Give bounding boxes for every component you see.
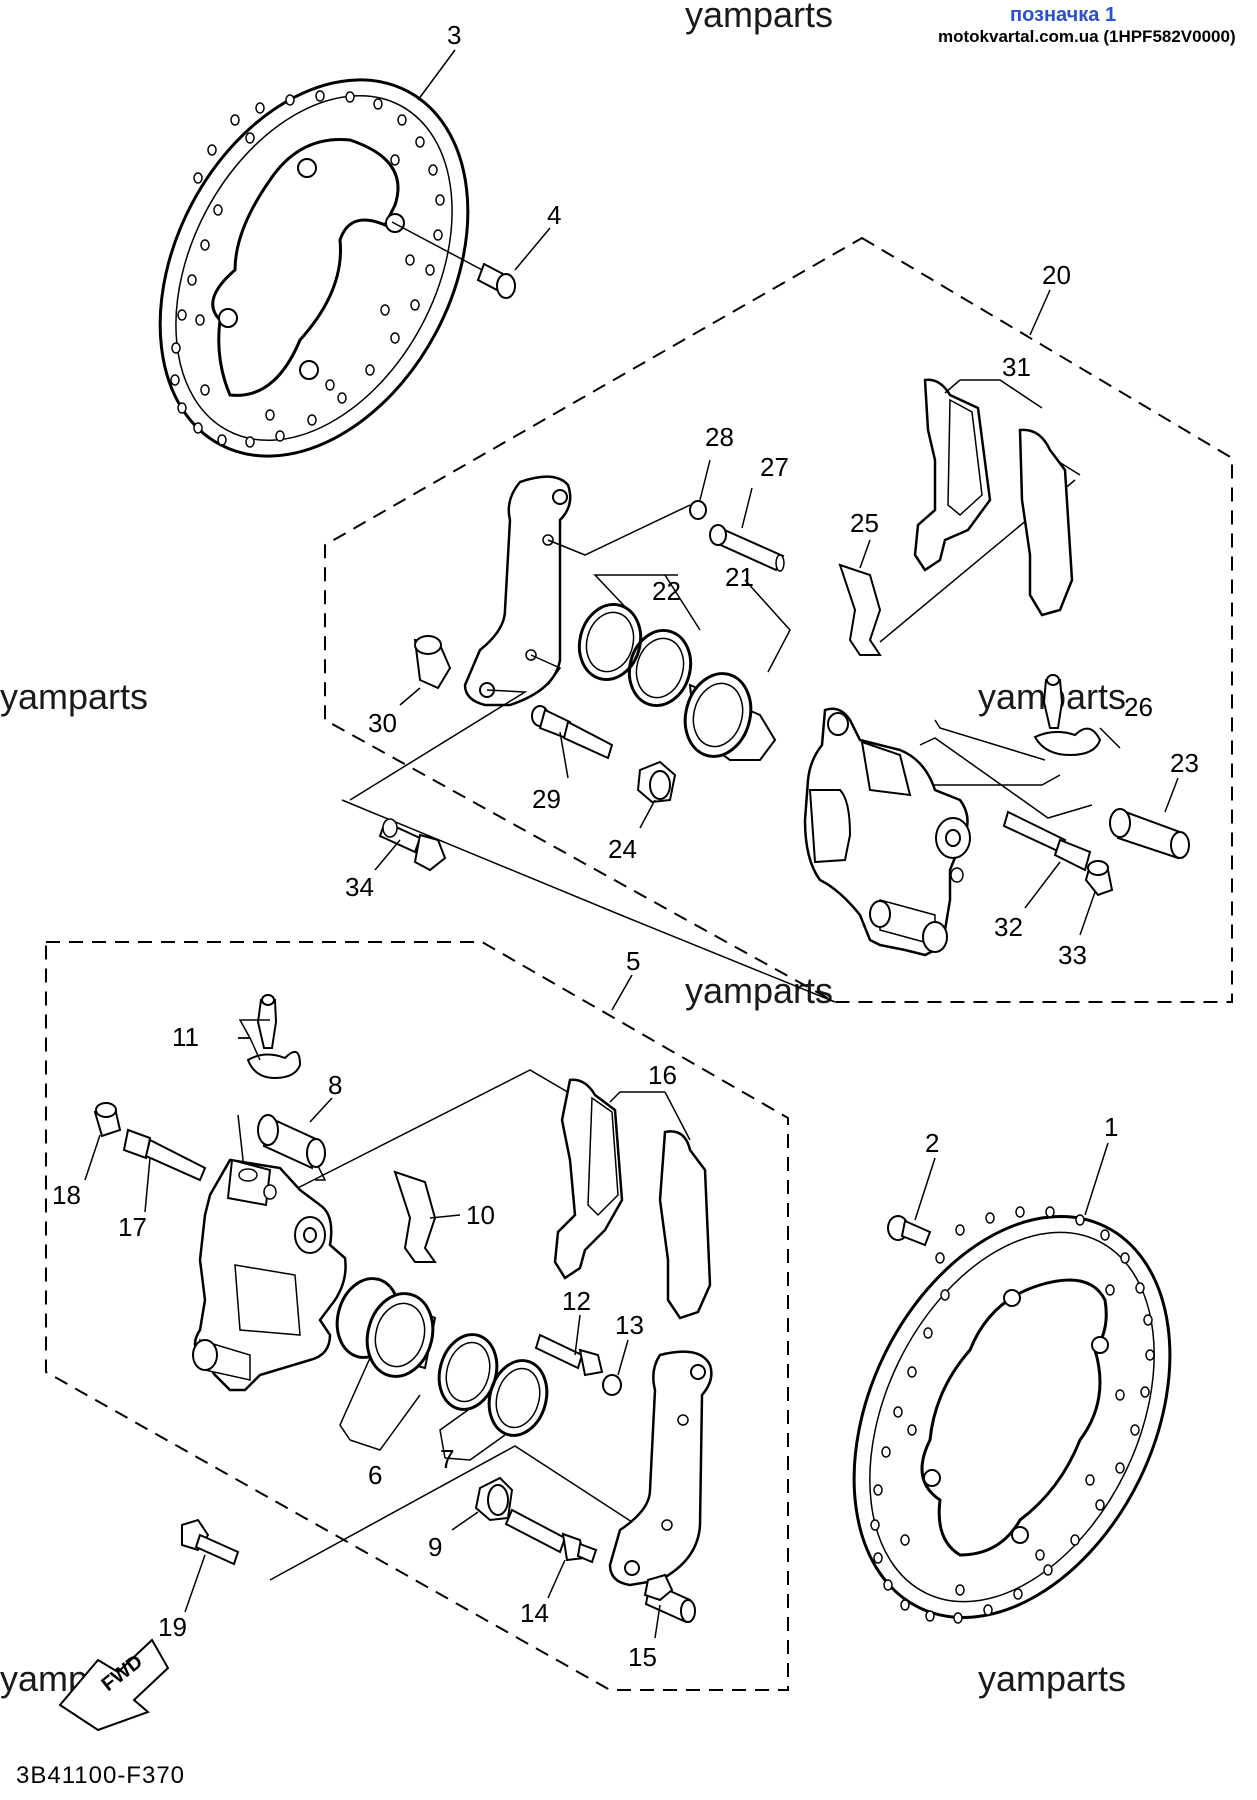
piston-21 xyxy=(683,672,777,761)
assembly-5-boundary xyxy=(45,941,789,1691)
callout-21: 21 xyxy=(725,562,754,592)
sleeve-15 xyxy=(643,1573,696,1624)
callout-5: 5 xyxy=(626,946,640,976)
boot-24 xyxy=(636,760,677,804)
bushing-30 xyxy=(413,635,452,690)
callout-29: 29 xyxy=(532,784,561,814)
fwd-arrow-icon: FWD xyxy=(58,1638,170,1732)
header-link[interactable]: позначка 1 xyxy=(1010,4,1117,26)
callout-19: 19 xyxy=(158,1612,187,1642)
catalog-number: 3B41100-F370 xyxy=(16,1762,186,1789)
callout-17: 17 xyxy=(118,1212,147,1242)
pin-32 xyxy=(1002,810,1092,872)
sleeve-8 xyxy=(257,1114,326,1170)
bushing-9 xyxy=(474,1476,514,1522)
pad-spring-25 xyxy=(838,563,882,656)
callout-3: 3 xyxy=(447,20,461,50)
callout-25: 25 xyxy=(850,508,879,538)
brake-pads-31 xyxy=(913,378,1074,617)
callout-27: 27 xyxy=(760,452,789,482)
callout-30: 30 xyxy=(368,708,397,738)
bolt-12 xyxy=(534,1333,604,1377)
bolt-4 xyxy=(391,221,516,299)
caliper-body-upper xyxy=(803,707,971,957)
washer-28 xyxy=(689,500,707,520)
callout-22: 22 xyxy=(652,576,681,606)
assembly-20-boundary xyxy=(324,236,1233,1003)
callout-24: 24 xyxy=(608,834,637,864)
callout-2: 2 xyxy=(925,1128,939,1158)
piston-seals-22 xyxy=(577,602,693,708)
callout-20: 20 xyxy=(1042,260,1071,290)
callout-7: 7 xyxy=(440,1444,454,1474)
brake-disc-1 xyxy=(852,1206,1172,1624)
callout-14: 14 xyxy=(520,1598,549,1628)
piston-seals-7 xyxy=(437,1333,549,1437)
callout-9: 9 xyxy=(428,1532,442,1562)
plug-33 xyxy=(1084,860,1114,897)
watermark-top: yamparts xyxy=(685,0,834,35)
header-site-label: motokvartal.com.ua (1HPF582V0000) xyxy=(938,27,1236,46)
caliper-bracket-lower xyxy=(608,1350,713,1587)
bleed-valve-11 xyxy=(246,994,302,1080)
bolt-34 xyxy=(378,818,447,872)
bolt-19 xyxy=(181,1518,240,1566)
callout-26: 26 xyxy=(1124,692,1153,722)
callout-32: 32 xyxy=(994,912,1023,942)
callout-23: 23 xyxy=(1170,748,1199,778)
caliper-bracket-upper xyxy=(463,475,572,707)
callout-12: 12 xyxy=(562,1286,591,1316)
callout-34: 34 xyxy=(345,872,374,902)
callout-28: 28 xyxy=(705,422,734,452)
callout-31: 31 xyxy=(1002,352,1031,382)
pin-27 xyxy=(709,524,785,572)
brake-disc-3 xyxy=(158,78,470,458)
bolt-14 xyxy=(504,1508,598,1564)
callout-15: 15 xyxy=(628,1642,657,1672)
callout-18: 18 xyxy=(52,1180,81,1210)
watermark-bottom-right: yamparts xyxy=(978,1658,1127,1699)
piston-6 xyxy=(335,1277,437,1378)
callout-10: 10 xyxy=(466,1200,495,1230)
pad-spring-10 xyxy=(393,1170,437,1263)
sleeve-23 xyxy=(1109,808,1190,860)
washer-13 xyxy=(602,1374,622,1396)
callout-1: 1 xyxy=(1104,1112,1118,1142)
callout-13: 13 xyxy=(615,1310,644,1340)
plug-18 xyxy=(93,1102,122,1138)
watermark-left: yamparts xyxy=(0,676,149,717)
callout-8: 8 xyxy=(328,1070,342,1100)
callout-numbers: 3 4 20 31 28 27 25 22 21 26 30 23 29 24 … xyxy=(52,20,1199,1672)
callout-leaders xyxy=(84,49,1179,1639)
brake-pads-16 xyxy=(553,1078,712,1320)
bleed-valve-26 xyxy=(1033,674,1102,757)
bolt-29 xyxy=(531,705,614,760)
callout-6: 6 xyxy=(368,1460,382,1490)
callout-11: 11 xyxy=(172,1022,199,1052)
caliper-body-lower xyxy=(192,1158,347,1392)
callout-33: 33 xyxy=(1058,940,1087,970)
pin-17 xyxy=(122,1128,207,1182)
callout-16: 16 xyxy=(648,1060,677,1090)
callout-4: 4 xyxy=(547,200,561,230)
bolt-2 xyxy=(887,1215,932,1247)
